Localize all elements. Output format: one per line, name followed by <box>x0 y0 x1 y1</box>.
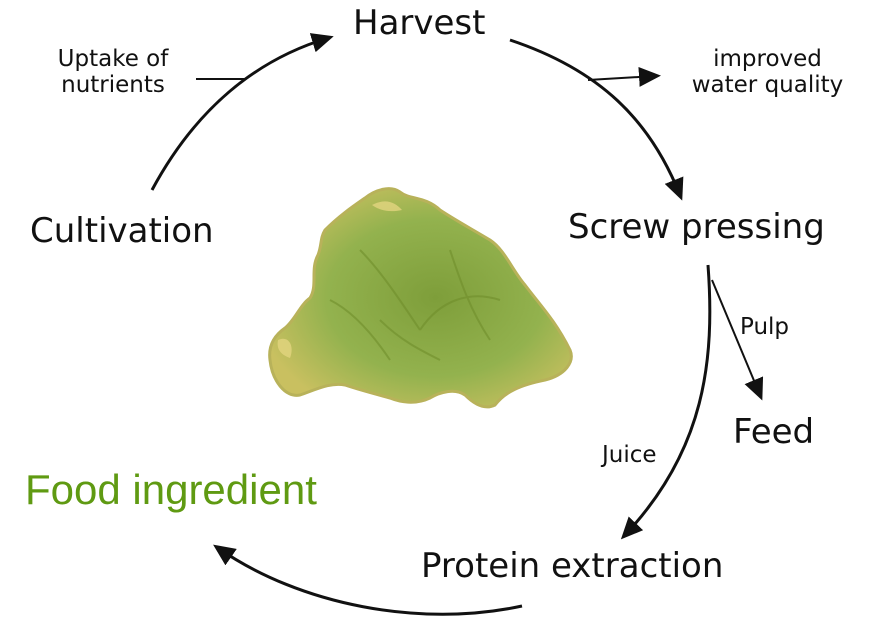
seaweed-image <box>270 189 572 407</box>
annotation-uptake-line2: nutrients <box>48 72 178 98</box>
stage-protein-extraction: Protein extraction <box>421 547 723 586</box>
arrow-improved-water-quality <box>588 76 655 80</box>
annotation-pulp: Pulp <box>740 314 789 340</box>
arrow-screw-pressing-to-protein-extraction <box>625 265 710 535</box>
annotation-improved-line1: improved <box>680 46 855 72</box>
annotation-improved-line2: water quality <box>680 72 855 98</box>
annotation-uptake-line1: Uptake of <box>48 46 178 72</box>
annotation-improved-water-quality: improved water quality <box>680 46 855 99</box>
annotation-uptake-of-nutrients: Uptake of nutrients <box>48 46 178 99</box>
stage-harvest: Harvest <box>353 4 485 43</box>
stage-feed: Feed <box>733 413 814 452</box>
stage-cultivation: Cultivation <box>30 212 214 251</box>
product-food-ingredient: Food ingredient <box>25 466 317 514</box>
arrow-harvest-to-screw-pressing <box>510 40 680 195</box>
annotation-juice: Juice <box>602 442 657 468</box>
arrow-cultivation-to-harvest <box>152 38 328 190</box>
stage-screw-pressing: Screw pressing <box>568 208 825 247</box>
seaweed-frond <box>270 189 572 407</box>
